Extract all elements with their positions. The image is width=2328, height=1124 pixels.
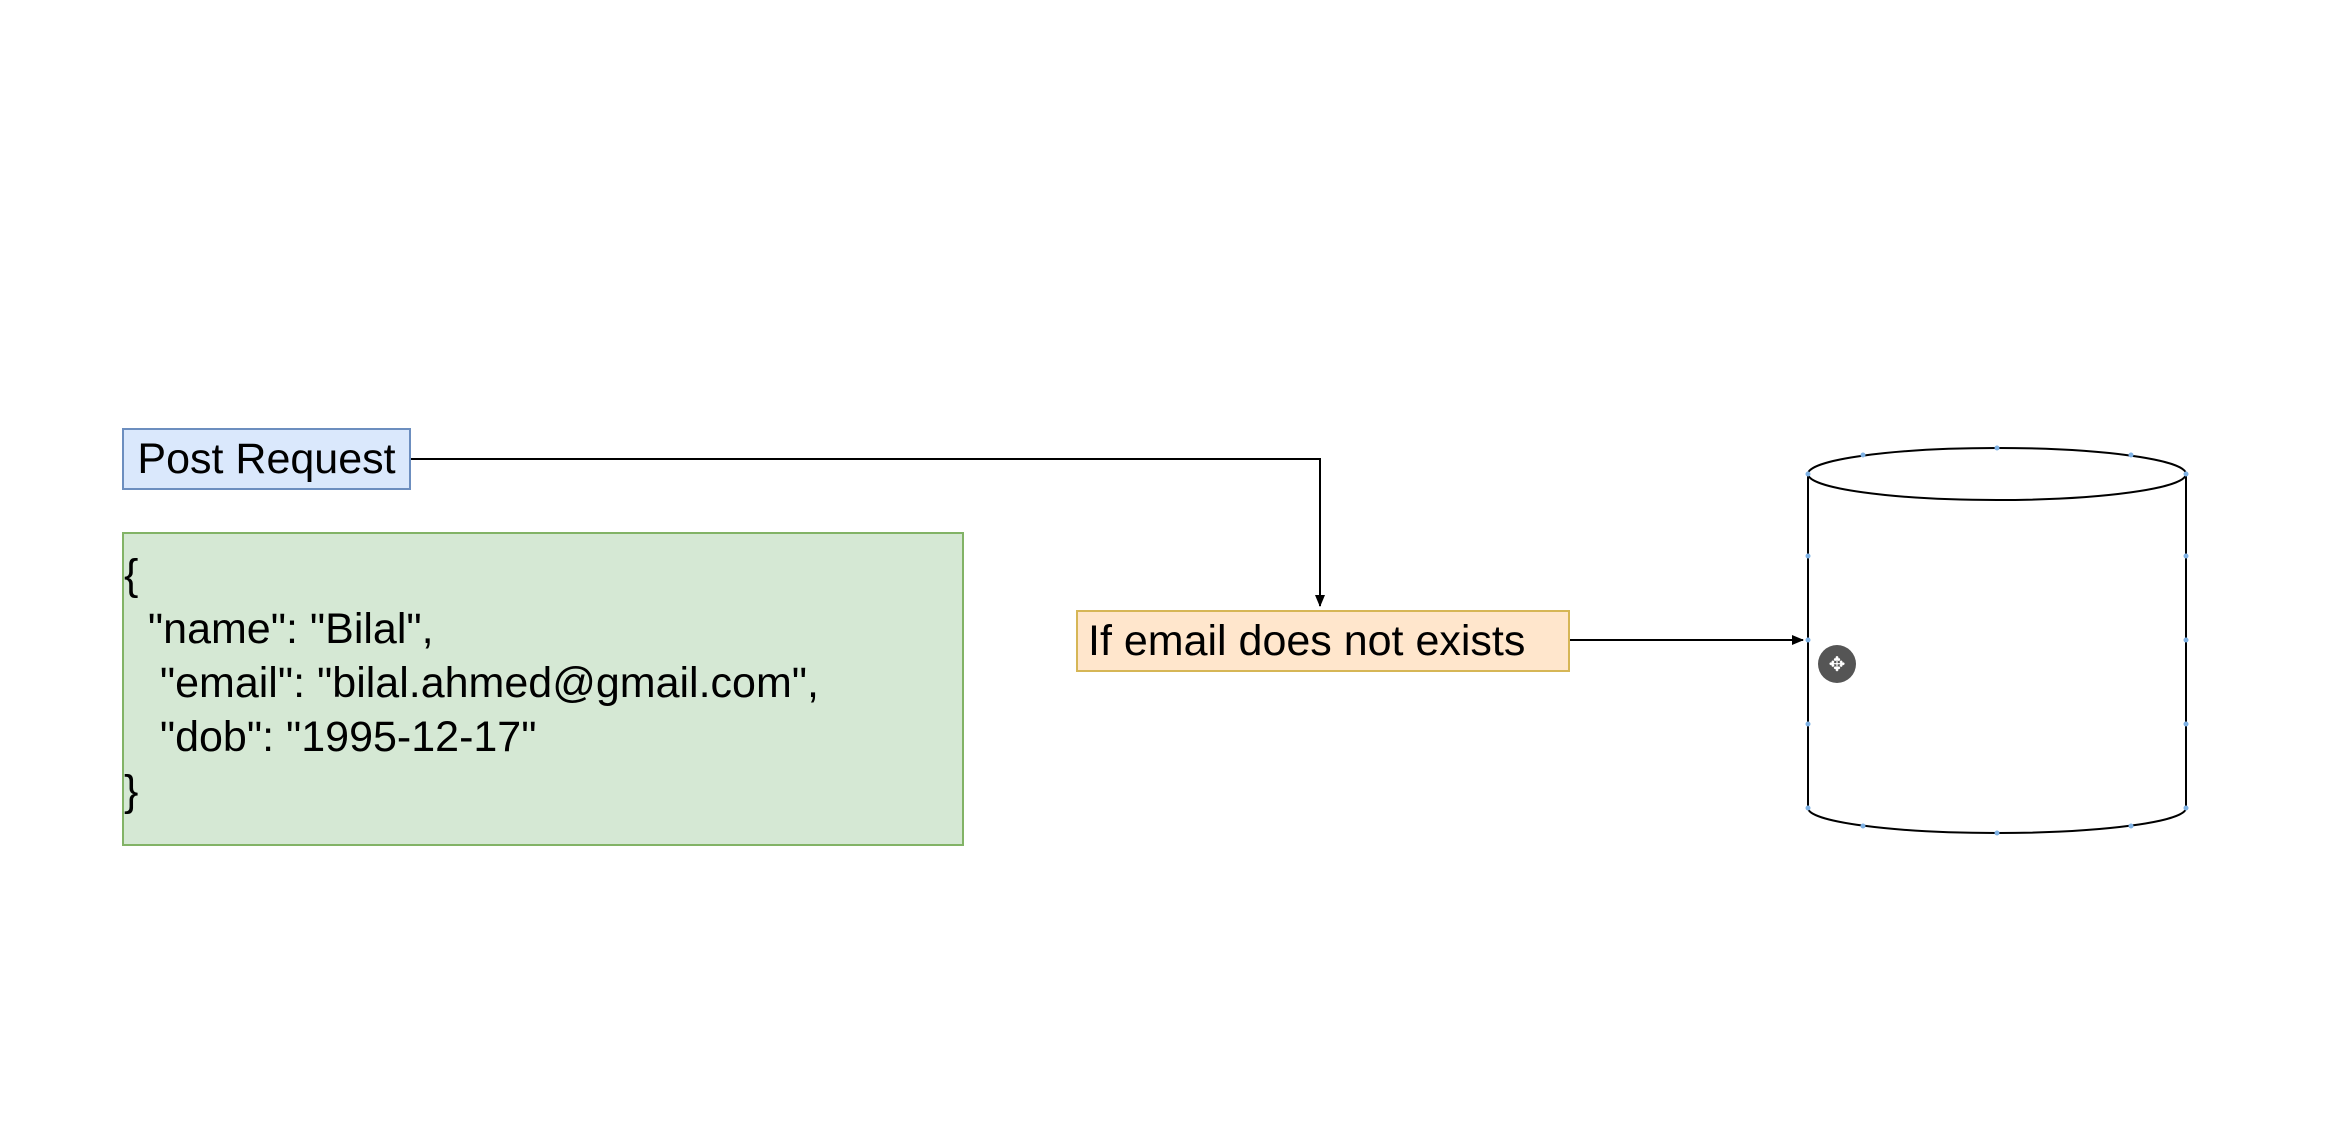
json-line: {: [124, 551, 139, 599]
move-icon[interactable]: ✥: [1818, 645, 1856, 683]
database-cylinder[interactable]: [1807, 447, 2187, 834]
condition-box[interactable]: If email does not exists: [1076, 610, 1570, 672]
json-line: "name": "Bilal",: [124, 605, 434, 653]
post-request-box[interactable]: Post Request: [122, 428, 411, 490]
json-line: "dob": "1995-12-17": [124, 713, 537, 761]
json-line: }: [124, 767, 139, 815]
connector-post-to-condition[interactable]: [411, 458, 1325, 607]
json-line: "email": "bilal.ahmed@gmail.com",: [124, 659, 819, 707]
json-body-box[interactable]: { "name": "Bilal", "email": "bilal.ahmed…: [122, 532, 964, 846]
selection-points[interactable]: [1805, 445, 2189, 836]
